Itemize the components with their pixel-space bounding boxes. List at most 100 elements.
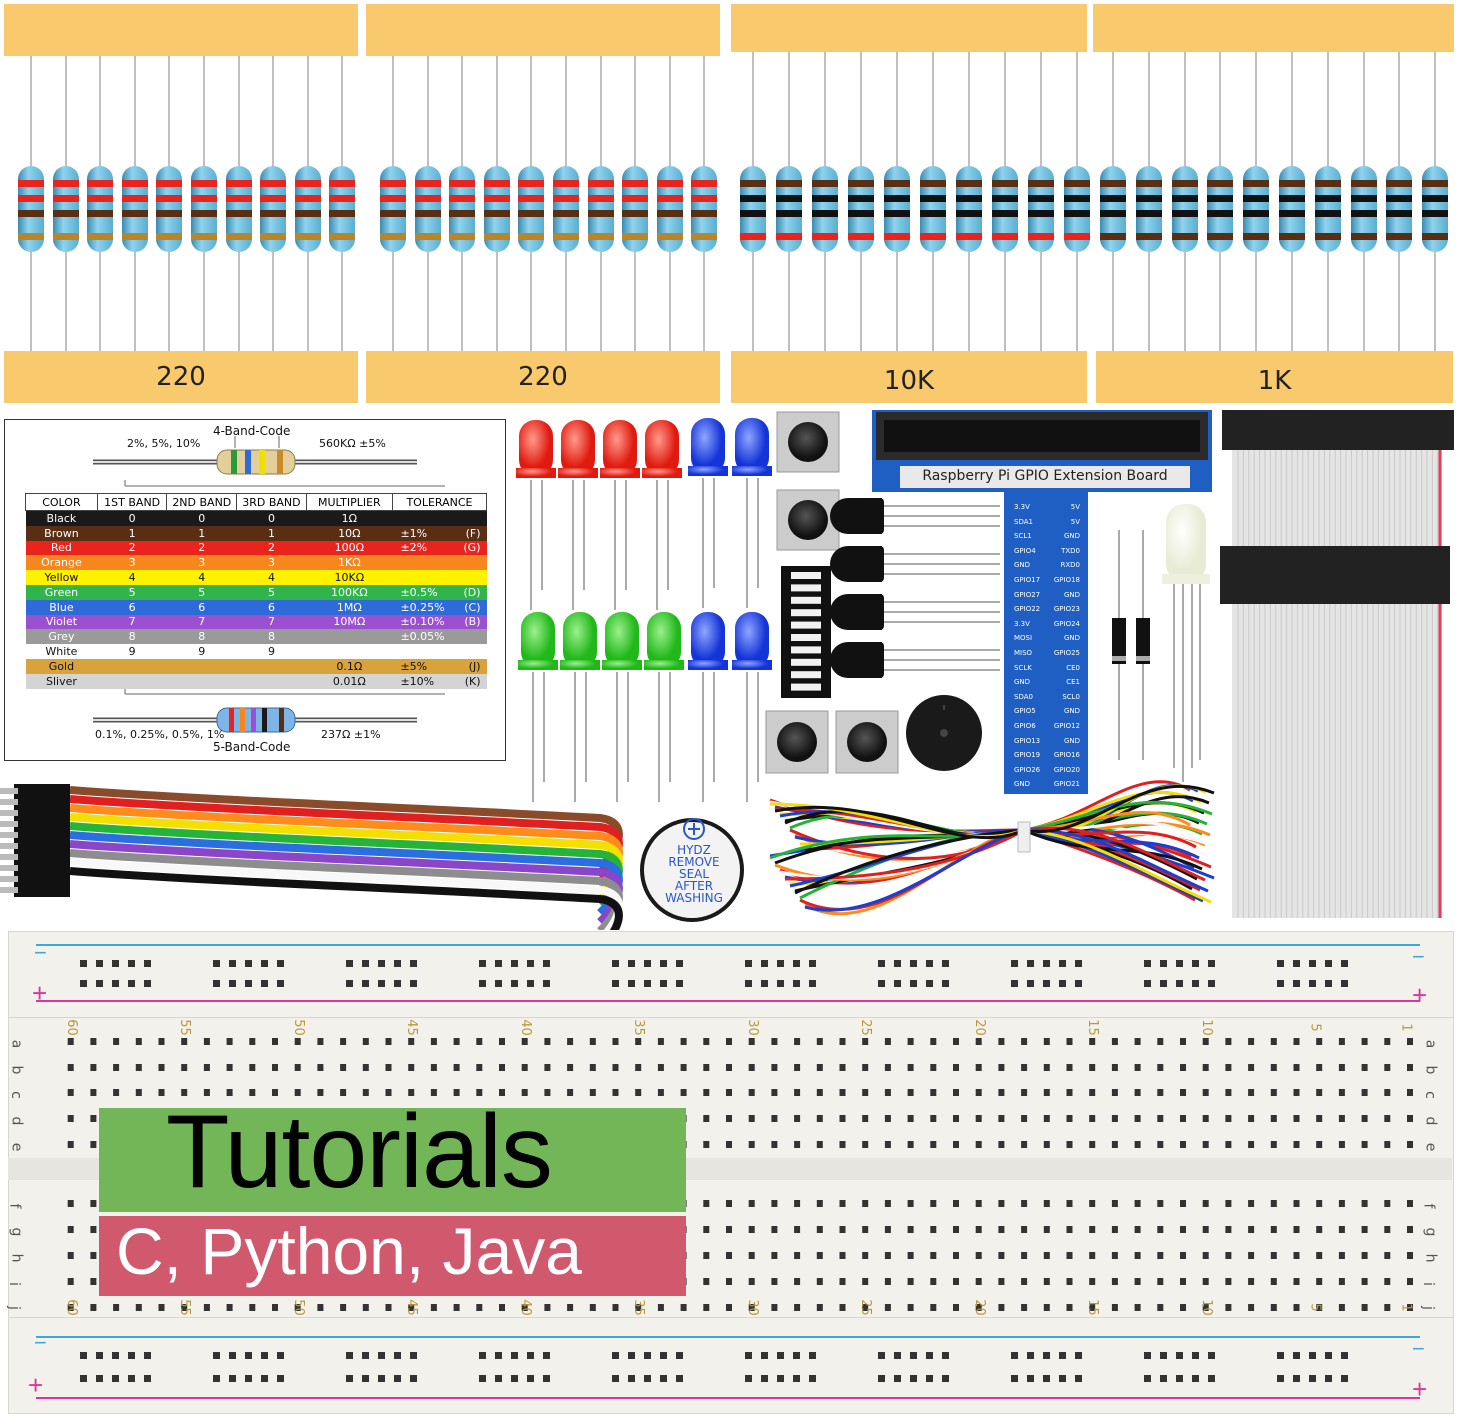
- row-letter: i: [5, 1282, 22, 1286]
- table-cell: 100KΩ: [331, 585, 368, 599]
- led-icon: [558, 420, 598, 610]
- column-header: COLOR: [25, 493, 98, 511]
- tolerance-value: ±1%: [400, 526, 428, 540]
- column-header: TOLERANCE: [391, 493, 488, 511]
- gpio-extension-board: [872, 410, 1212, 794]
- column-number: 5: [1307, 1303, 1323, 1312]
- four-band-title: 4-Band-Code: [213, 424, 291, 438]
- tolerance-value: ±2%: [400, 541, 428, 555]
- resistor-icon: [1100, 52, 1126, 351]
- tolerance-code: (F): [465, 526, 481, 540]
- column-number: 35: [630, 1299, 646, 1316]
- table-cell: 2: [128, 541, 136, 555]
- tolerance-value: ±0.10%: [400, 615, 445, 629]
- tolerance-cell: ±0.10%(B): [392, 615, 486, 630]
- jumper-wire-bundle-icon: [769, 780, 1215, 916]
- table-cell: Green: [44, 585, 79, 599]
- tolerance-cell: ±0.25%(C): [392, 600, 486, 615]
- resistor-icon: [483, 56, 510, 351]
- five-band-example: 237Ω ±1%: [321, 728, 381, 741]
- column-number: 5: [1307, 1023, 1323, 1032]
- gpio-board-title: Raspberry Pi GPIO Extension Board: [922, 468, 1168, 484]
- gpio-pin-label: GPIO19: [1014, 751, 1041, 760]
- four-band-tolerance: 2%, 5%, 10%: [127, 437, 201, 450]
- gpio-pin-label: GPIO22: [1014, 605, 1041, 614]
- column-header: 2ND BAND: [166, 493, 238, 511]
- gpio-pin-label: GND: [1063, 634, 1080, 643]
- row-letter: e: [8, 1142, 25, 1152]
- buzzer-label-line: REMOVE: [668, 855, 720, 869]
- column-number: 60: [63, 1019, 79, 1036]
- tolerance-code: (C): [464, 600, 481, 614]
- row-letter: b: [1422, 1065, 1439, 1075]
- rail-minus-label: −: [1412, 1336, 1425, 1361]
- row-letter: j: [5, 1306, 22, 1310]
- table-cell: 100Ω: [334, 541, 365, 555]
- table-cell: 5: [267, 585, 275, 599]
- resistor-icon: [260, 56, 287, 351]
- column-number: 25: [857, 1299, 873, 1316]
- resistor-icon: [920, 52, 946, 351]
- table-cell: 3: [267, 556, 275, 570]
- resistor-icon: [518, 56, 545, 351]
- table-cell: Orange: [41, 556, 82, 570]
- table-cell: 6: [198, 600, 206, 614]
- tolerance-cell: ±1% (F): [392, 526, 486, 541]
- resistor-tape-top-3: [731, 4, 1087, 52]
- resistor-color-code-card: 4-Band-Code 2%, 5%, 10% 560KΩ ±5% 0.1%, …: [4, 419, 506, 761]
- led-group: [516, 418, 772, 802]
- push-button-icon: [835, 710, 899, 774]
- column-number: 50: [290, 1299, 306, 1316]
- rail-plus-label: +: [1412, 980, 1428, 1010]
- row-letter: f: [6, 1203, 23, 1209]
- transistor-icon: [830, 594, 1000, 630]
- resistor-value-label: 220: [518, 362, 568, 392]
- rail-plus-label: +: [28, 1370, 44, 1400]
- buzzer-label-line: WASHING: [665, 891, 723, 905]
- buzzer-label-line: AFTER: [674, 879, 714, 893]
- table-cell: Black: [46, 511, 77, 525]
- table-cell: 9: [267, 645, 275, 659]
- table-cell: 4: [128, 571, 136, 585]
- resistor-icon: [812, 52, 838, 351]
- rail-minus-label: −: [1412, 944, 1425, 969]
- tolerance-code: (K): [464, 674, 481, 688]
- gpio-pin-label: 3.3V: [1014, 619, 1030, 628]
- rail-minus-label: −: [34, 1330, 47, 1355]
- table-cell: Gold: [48, 659, 75, 673]
- resistor-icon: [87, 56, 114, 351]
- band-diagram: [93, 436, 445, 733]
- gpio-pin-label: GND: [1014, 561, 1031, 570]
- led-bar-graph-icon: [781, 566, 831, 698]
- rainbow-jumper-cable-icon: [0, 784, 623, 930]
- row-letter: i: [1419, 1282, 1436, 1286]
- resistor-icon: [449, 56, 476, 351]
- resistor-value-label: 1K: [1257, 366, 1292, 396]
- resistor-icon: [656, 56, 683, 351]
- tolerance-value: ±0.5%: [400, 585, 438, 599]
- resistor-icon: [1422, 52, 1449, 351]
- resistor-icon: [1386, 52, 1413, 351]
- resistor-icon: [1064, 52, 1090, 351]
- transistor-icon: [830, 498, 1000, 534]
- buzzer-label-line: HYDZ: [677, 843, 711, 857]
- row-letter: a: [8, 1039, 25, 1049]
- column-number: 40: [517, 1019, 533, 1036]
- resistor-tape-bottom-2: [366, 351, 720, 403]
- led-icon: [688, 612, 728, 802]
- table-cell: 0: [198, 511, 206, 525]
- table-cell: 9: [198, 645, 206, 659]
- table-cell: 0.01Ω: [332, 674, 366, 688]
- gpio-pin-label: GPIO13: [1014, 736, 1041, 745]
- tolerance-code: (G): [463, 541, 481, 555]
- table-cell: 7: [198, 615, 206, 629]
- led-icon: [732, 612, 772, 802]
- resistor-icon: [992, 52, 1018, 351]
- gpio-pin-label: 3.3V: [1014, 503, 1030, 511]
- gpio-pin-label: GND: [1063, 590, 1080, 599]
